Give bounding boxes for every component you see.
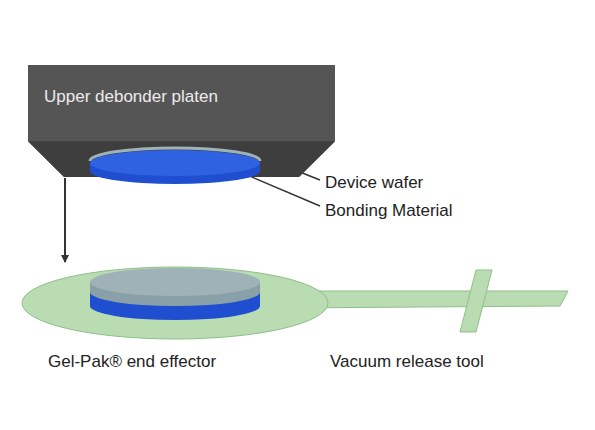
platen-body	[28, 65, 335, 177]
tool-crossbar	[460, 270, 492, 332]
bonding-material	[90, 150, 260, 176]
part-label: Vacuum release tool	[330, 352, 484, 372]
platen-label: Upper debonder platen	[44, 87, 218, 107]
part-label: Device wafer	[325, 173, 423, 193]
debonder-platen: Upper debonder platen	[28, 65, 335, 177]
leader-line	[240, 172, 320, 206]
device-wafer	[90, 268, 260, 296]
end-effector	[22, 267, 328, 339]
platen-bevel	[28, 141, 335, 177]
part-label: Gel-Pak® end effector	[48, 352, 216, 372]
platen-shape	[28, 65, 335, 177]
part-label: Bonding Material	[325, 201, 453, 221]
down-arrow	[64, 178, 66, 262]
